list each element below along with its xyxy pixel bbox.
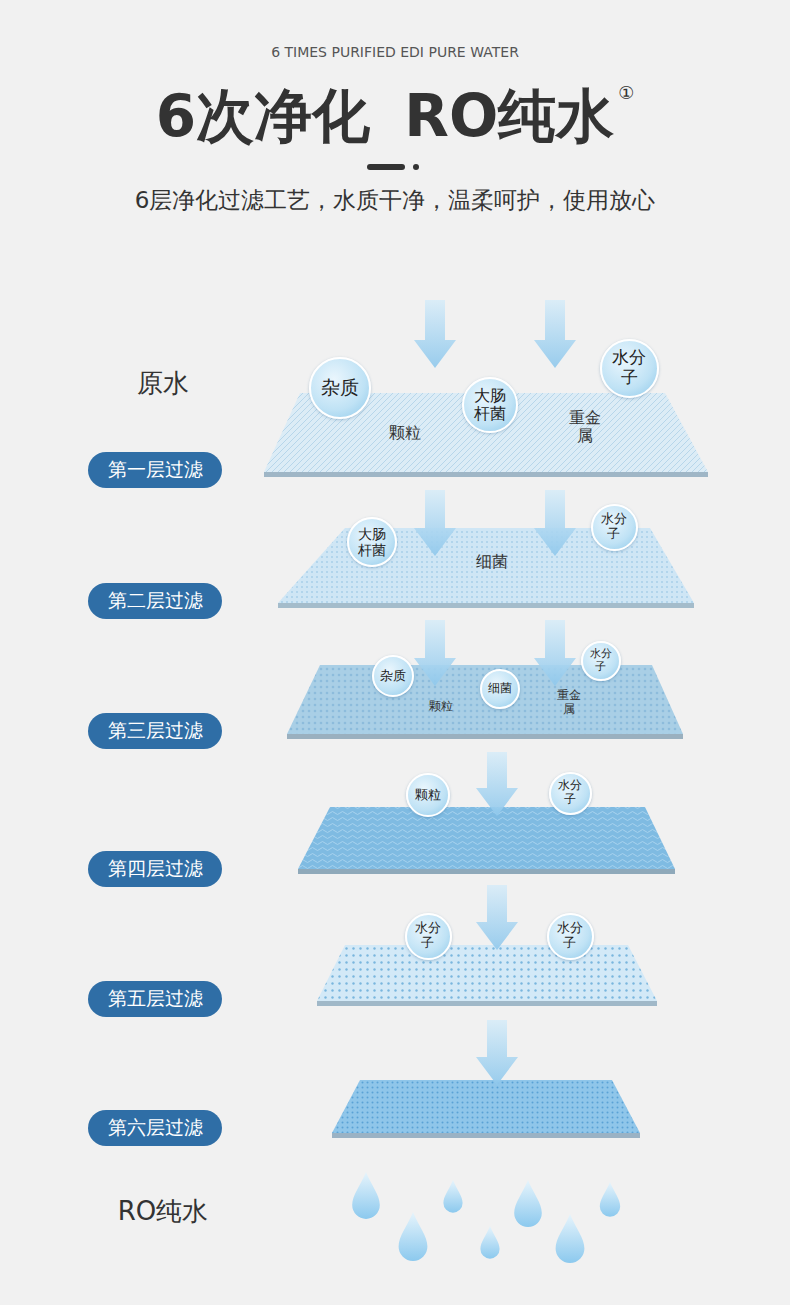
particle-circle: 杂质	[372, 655, 414, 697]
particle-label: 颗粒	[415, 788, 441, 803]
particle-circle: 水分子	[547, 913, 594, 960]
stage-pill: 第四层过滤	[88, 851, 222, 887]
subtitle: 6层净化过滤工艺，水质干净，温柔呵护，使用放心	[135, 187, 656, 213]
particle-circle: 大肠杆菌	[347, 517, 397, 567]
contaminant-label: 颗粒	[429, 700, 453, 714]
stage-name: 第四层过滤	[108, 856, 203, 882]
footnote-mark: ①	[618, 82, 634, 103]
particle-circle: 水分子	[581, 641, 621, 681]
stage-name: 第三层过滤	[108, 718, 203, 744]
particle-circle: 水分子	[591, 504, 638, 551]
particle-label: 水分子	[415, 921, 442, 951]
subtitle-en: 6 TIMES PURIFIED EDI PURE WATER	[271, 44, 519, 60]
particle-label: 杂质	[380, 669, 406, 684]
contaminant-label: 重金属	[569, 409, 602, 446]
particle-label: 水分子	[557, 921, 584, 951]
particle-circle: 颗粒	[406, 773, 450, 817]
contaminant-label: 重金属	[557, 689, 582, 717]
particle-circle: 杂质	[309, 357, 371, 419]
stage-pill: 第五层过滤	[88, 981, 222, 1017]
stage-pill: 第二层过滤	[88, 583, 222, 619]
particle-label: 细菌	[488, 682, 512, 696]
particle-circle: 水分子	[405, 913, 452, 960]
title-row: 6次净化 RO纯水①	[0, 78, 790, 156]
stage-name: 第一层过滤	[108, 457, 203, 483]
stage-name: 第五层过滤	[108, 986, 203, 1012]
particle-circle: 细菌	[480, 669, 520, 709]
stage-label: 原水	[137, 369, 189, 399]
stage-pill: 第一层过滤	[88, 452, 222, 488]
stage-pill: 第六层过滤	[88, 1110, 222, 1146]
contaminant-label: 细菌	[476, 553, 508, 571]
particle-label: 水分子	[601, 512, 628, 542]
stage-name: 第二层过滤	[108, 588, 203, 614]
stage-label: RO纯水	[118, 1197, 209, 1227]
contaminant-label: 颗粒	[389, 424, 421, 442]
particle-circle: 大肠杆菌	[462, 377, 518, 433]
particle-label: 水分子	[558, 779, 583, 807]
particle-label: 水分子	[612, 348, 647, 387]
stage-name: 第六层过滤	[108, 1115, 203, 1141]
particle-label: 大肠杆菌	[358, 526, 387, 558]
particle-label: 大肠杆菌	[474, 387, 507, 424]
particle-circle: 水分子	[600, 339, 659, 398]
stage-pill: 第三层过滤	[88, 713, 222, 749]
particle-label: 水分子	[590, 648, 613, 673]
particle-label: 杂质	[321, 377, 359, 399]
particle-circle: 水分子	[549, 772, 592, 815]
title: 6次净化 RO纯水	[156, 82, 615, 150]
